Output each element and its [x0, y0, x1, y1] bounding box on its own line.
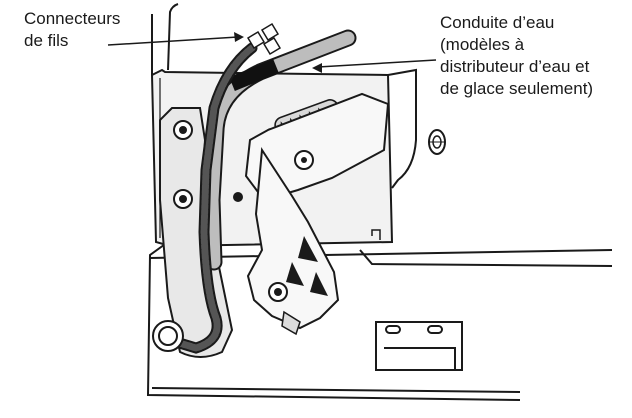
hinge-arm — [244, 92, 390, 202]
leader-arrowhead — [312, 63, 322, 73]
callout-line: de fils — [24, 31, 69, 50]
wire-harness-core — [172, 44, 256, 352]
oval-hole-icon — [428, 129, 446, 155]
screw-icon — [173, 120, 193, 140]
callout-line: Connecteurs — [24, 9, 121, 28]
grommet-icon — [152, 320, 184, 352]
door-top — [146, 241, 613, 401]
leader-line-conduite — [317, 59, 437, 68]
side-wall — [387, 68, 417, 189]
callout-line: de glace seulement) — [440, 79, 594, 98]
door-slot-bracket — [375, 321, 463, 371]
callout-line: distributeur d’eau et — [440, 57, 590, 76]
callout-connecteurs: Connecteurs de fils — [24, 8, 120, 52]
wire-connector-icon — [246, 22, 282, 56]
water-line-band — [229, 59, 279, 91]
panel-notch — [371, 229, 381, 240]
callout-line: Conduite d’eau — [440, 13, 555, 32]
callout-line: (modèles à — [440, 35, 525, 54]
cabinet-top — [151, 3, 179, 76]
screw-icon — [294, 150, 314, 170]
leader-line-connecteurs — [107, 36, 239, 46]
screw-icon — [173, 189, 193, 209]
leader-arrowhead — [234, 32, 244, 42]
callout-conduite: Conduite d’eau (modèles à distributeur d… — [440, 12, 593, 100]
link-tab — [281, 310, 301, 336]
screw-icon — [268, 282, 288, 302]
screw-icon — [233, 192, 243, 202]
link-cutouts — [286, 236, 328, 296]
